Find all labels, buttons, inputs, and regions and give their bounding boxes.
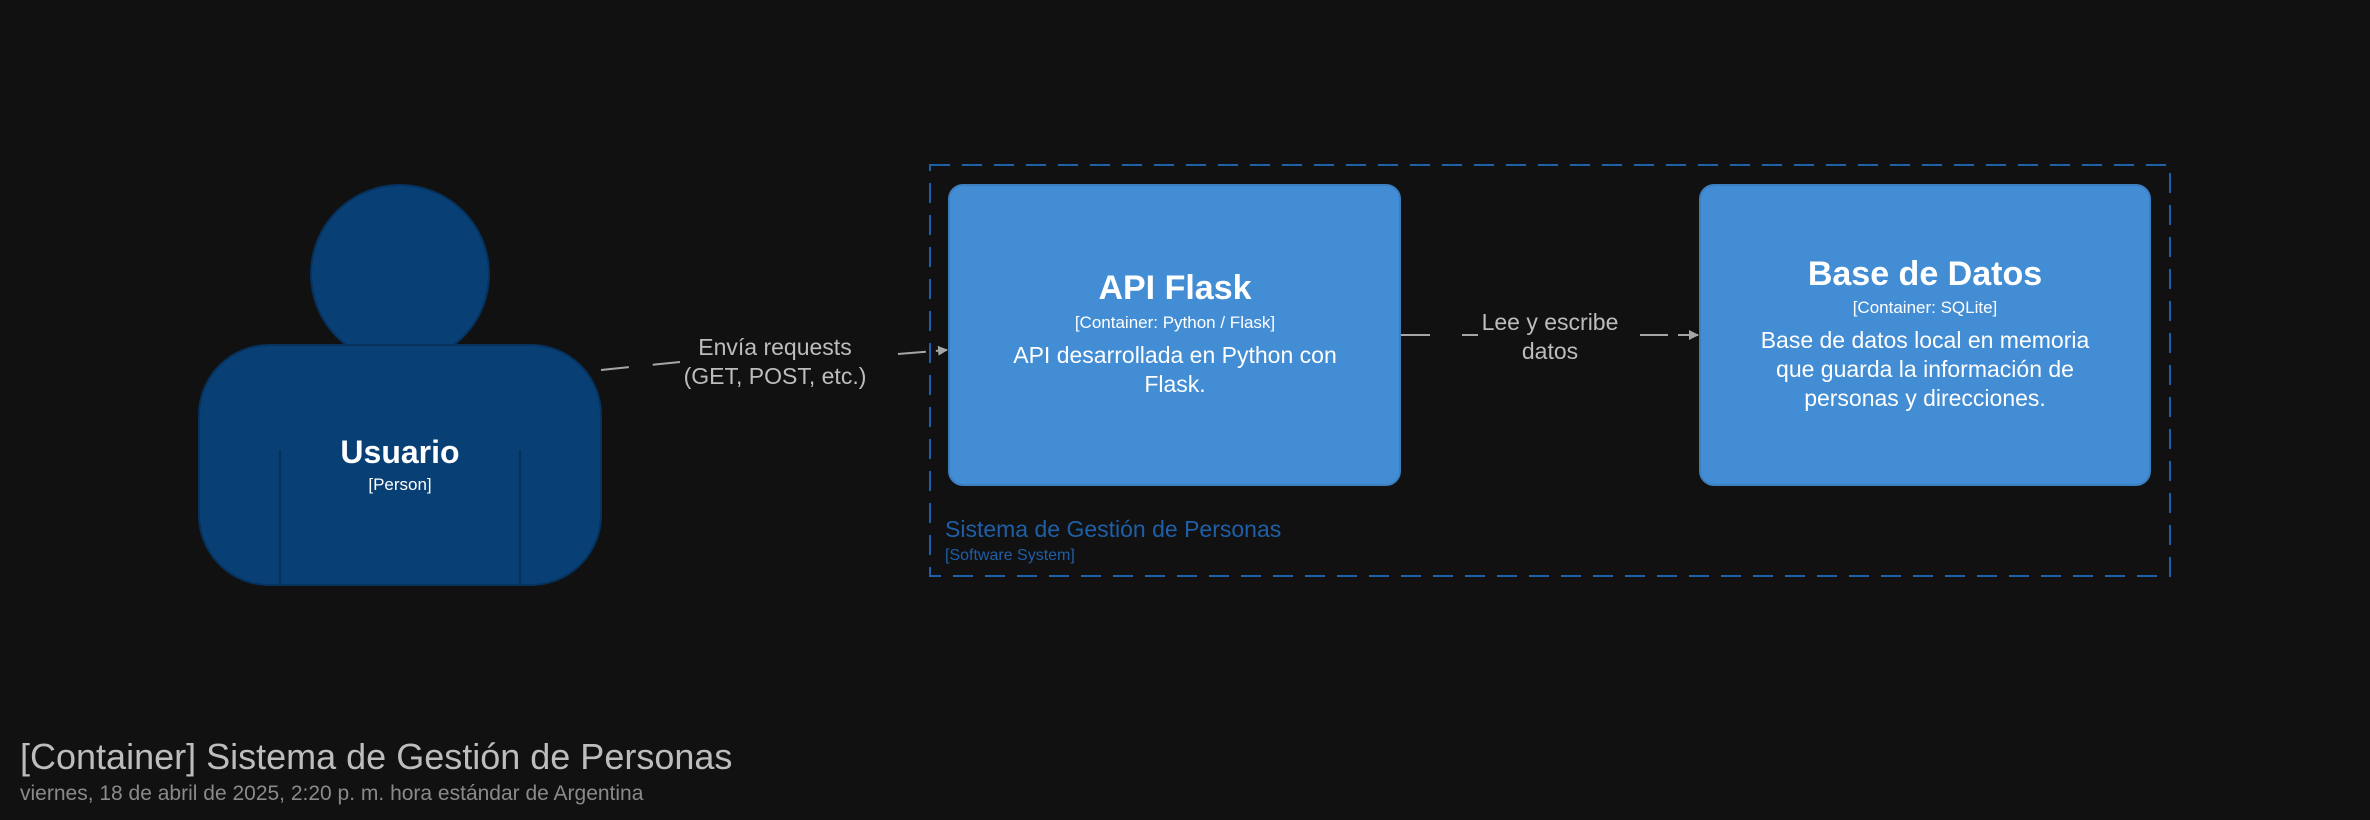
relation-api-to-db[interactable]: Lee y escribe datos	[1401, 309, 1699, 364]
db-box	[1699, 184, 2151, 486]
api-description-line-2: Flask.	[1144, 371, 1205, 397]
person-head-icon	[310, 184, 490, 364]
relation-user-to-api-label-1: Envía requests	[698, 334, 851, 360]
person-body-icon	[198, 344, 602, 586]
person-name: Usuario	[340, 434, 459, 470]
relation-user-to-api-line-a	[600, 361, 681, 371]
db-description-line-3: personas y direcciones.	[1804, 385, 2046, 411]
person-type: [Person]	[368, 475, 431, 494]
relation-api-to-db-label-2: datos	[1522, 338, 1578, 364]
api-description-line-1: API desarrollada en Python con	[1013, 342, 1336, 368]
system-boundary: Sistema de Gestión de Personas [Software…	[929, 164, 2171, 577]
db-name: Base de Datos	[1808, 255, 2042, 293]
api-name: API Flask	[1098, 269, 1251, 307]
relation-user-to-api-label-2: (GET, POST, etc.)	[684, 363, 867, 389]
boundary-type: [Software System]	[945, 547, 1075, 564]
db-description-line-1: Base de datos local en memoria	[1761, 327, 2090, 353]
diagram-title: [Container] Sistema de Gestión de Person…	[20, 736, 732, 777]
relation-api-to-db-label-1: Lee y escribe	[1482, 309, 1619, 335]
api-box	[948, 184, 1401, 486]
relation-user-to-api-line-b	[897, 345, 948, 356]
person-usuario[interactable]: Usuario [Person]	[198, 184, 602, 586]
diagram-timestamp: viernes, 18 de abril de 2025, 2:20 p. m.…	[20, 782, 644, 805]
boundary-name: Sistema de Gestión de Personas	[945, 516, 1281, 542]
db-description-line-2: que guarda la información de	[1776, 356, 2074, 382]
container-base-de-datos[interactable]: Base de Datos [Container: SQLite] Base d…	[1699, 184, 2151, 486]
system-boundary-frame	[929, 164, 2171, 577]
container-api-flask[interactable]: API Flask [Container: Python / Flask] AP…	[948, 184, 1401, 486]
relation-user-to-api[interactable]: Envía requests (GET, POST, etc.)	[600, 334, 948, 389]
db-type: [Container: SQLite]	[1853, 298, 1998, 317]
diagram-footer: [Container] Sistema de Gestión de Person…	[20, 736, 732, 805]
api-type: [Container: Python / Flask]	[1075, 313, 1275, 332]
